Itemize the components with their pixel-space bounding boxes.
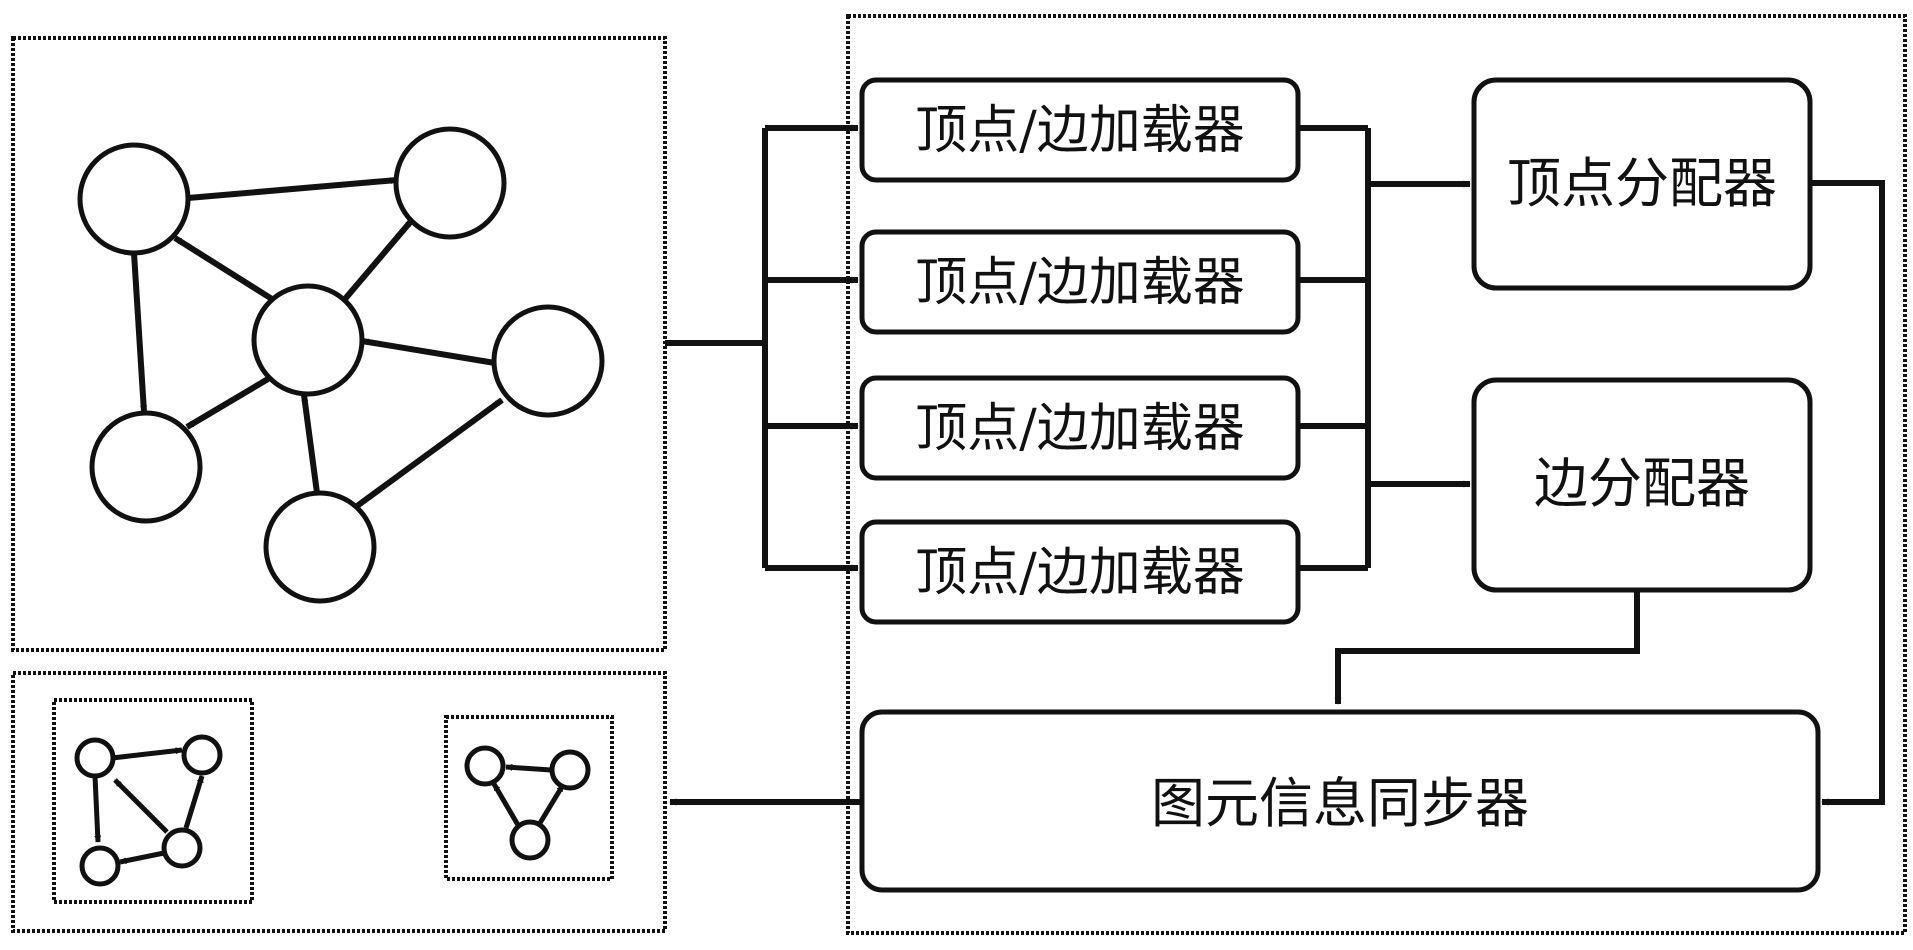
loader-3: 顶点/边加载器 — [859, 375, 1301, 481]
subgraph-edge — [537, 783, 566, 825]
loader-1-label: 顶点/边加载器 — [915, 101, 1245, 161]
edge-distributor: 边分配器 — [1471, 377, 1813, 593]
subgraph-node — [549, 749, 591, 791]
graph-edge — [342, 218, 415, 301]
subgraph-node — [509, 819, 551, 861]
edge-distributor-label: 边分配器 — [1534, 452, 1750, 515]
graph-node — [89, 410, 203, 524]
graph-node — [77, 142, 191, 256]
subgraph-node — [74, 737, 116, 779]
output-subgraph-panel — [11, 671, 667, 933]
synchronizer-box — [859, 709, 1821, 893]
subgraph-edge — [183, 775, 205, 829]
loader-4-box — [859, 519, 1301, 625]
synchronizer: 图元信息同步器 — [859, 709, 1821, 893]
loader-4-label: 顶点/边加载器 — [915, 543, 1245, 603]
subgraph-b — [491, 763, 566, 827]
edge-distributor-box — [1471, 377, 1813, 593]
loader-2-box — [859, 229, 1301, 335]
connector-lines — [665, 124, 1885, 806]
subgraph-edge — [111, 747, 183, 761]
loader-1: 顶点/边加载器 — [859, 77, 1301, 183]
synchronizer-label: 图元信息同步器 — [1151, 772, 1529, 835]
input-graph-nodes — [77, 126, 605, 604]
graph-edge — [173, 235, 274, 302]
subgraph-edge — [119, 850, 165, 865]
subgraph-node — [181, 734, 223, 776]
vertex-distributor-label: 顶点分配器 — [1507, 152, 1777, 215]
graph-edge — [131, 252, 148, 413]
subgraph-edge — [92, 775, 102, 843]
graph-edge — [187, 177, 398, 201]
input-graph — [131, 177, 504, 509]
graph-edge — [355, 397, 504, 509]
subgraph-edge — [505, 763, 552, 773]
subgraph-edge — [113, 778, 169, 834]
subgraph-b-nodes — [464, 745, 591, 861]
graph-edge — [185, 376, 270, 430]
subgraph-a-nodes — [74, 734, 223, 887]
graph-node — [263, 490, 377, 604]
subgraph-node — [161, 827, 203, 869]
loader-4: 顶点/边加载器 — [859, 519, 1301, 625]
loader-2: 顶点/边加载器 — [859, 229, 1301, 335]
loader-3-label: 顶点/边加载器 — [915, 399, 1245, 459]
loader-2-label: 顶点/边加载器 — [915, 253, 1245, 313]
subgraph-a — [92, 747, 205, 865]
vertex-distributor: 顶点分配器 — [1471, 77, 1813, 291]
graph-node — [393, 126, 507, 240]
subgraph-node — [464, 745, 506, 787]
processing-panel — [846, 14, 1907, 935]
subgraph-edge — [491, 782, 521, 827]
graph-node — [251, 283, 365, 397]
subgraph-node — [79, 845, 121, 887]
graph-edge — [301, 394, 320, 494]
vertex-distributor-box — [1471, 77, 1813, 291]
subgraph-b-frame — [444, 715, 614, 881]
loader-3-box — [859, 375, 1301, 481]
graph-edge — [361, 338, 496, 366]
graph-node — [491, 304, 605, 418]
loader-1-box — [859, 77, 1301, 183]
